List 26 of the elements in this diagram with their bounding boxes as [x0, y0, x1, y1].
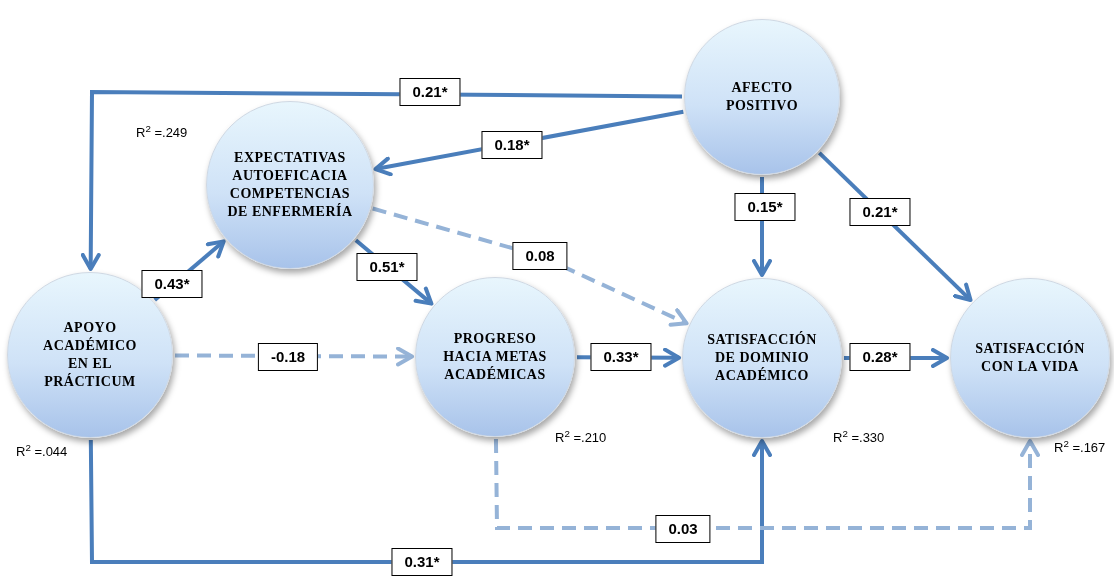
arrow — [80, 90, 682, 271]
variable-name: SATISFACCIÓN DE DOMINIO ACADÉMICO — [706, 330, 818, 386]
edge-label: 0.08 — [512, 242, 568, 270]
r-squared-value: R$^{2}$ =.044 — [16, 445, 68, 458]
edge-label: 0.21* — [399, 78, 461, 106]
edge-label: 0.18* — [481, 131, 543, 159]
arrow — [88, 439, 772, 564]
r-squared-value: R$^{2}$ =.249 — [136, 126, 188, 139]
edge-label: 0.03 — [655, 515, 711, 543]
arrow — [493, 438, 1040, 530]
r-squared-value: R$^{2}$ =.167 — [1054, 441, 1106, 454]
edge-label: 0.31* — [391, 548, 453, 576]
edge-label: 0.15* — [734, 193, 796, 221]
edge-label: 0.21* — [849, 198, 911, 226]
r-squared-value: R$^{2}$ =.210 — [555, 431, 607, 444]
edge-label: 0.28* — [849, 343, 911, 371]
r-squared-value: R$^{2}$ =.330 — [833, 431, 885, 444]
edge-label: 0.51* — [356, 253, 418, 281]
variable-name: EXPECTATIVAS AUTOEFICACIA COMPETENCIAS DE ENFERMERÍA — [226, 148, 354, 222]
edge-label: 0.43* — [141, 270, 203, 298]
edge-label: 0.33* — [590, 343, 652, 371]
edge-label: -0.18 — [257, 343, 319, 371]
variable-name: SATISFACCIÓN CON LA VIDA — [974, 339, 1086, 376]
variable-name: AFECTO POSITIVO — [724, 78, 800, 115]
variable-name: PROGRESO HACIA METAS ACADÉMICAS — [442, 329, 548, 385]
variable-name: APOYO ACADÉMICO EN EL PRÁCTICUM — [42, 318, 138, 392]
